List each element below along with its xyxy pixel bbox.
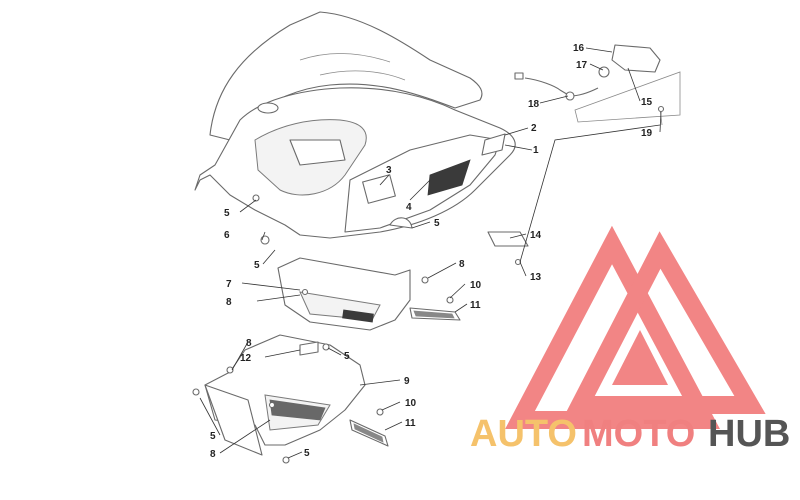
callout-15: 15 — [641, 97, 653, 108]
callout-5d: 5 — [344, 351, 350, 362]
callout-16: 16 — [573, 43, 585, 54]
callout-8c: 8 — [246, 338, 252, 349]
callout-3: 3 — [386, 165, 392, 176]
callout-2: 2 — [531, 123, 537, 134]
callout-5c: 5 — [434, 218, 440, 229]
callout-5e: 5 — [210, 431, 216, 442]
callout-8b: 8 — [459, 259, 465, 270]
callout-8d: 8 — [210, 449, 216, 460]
callout-8a: 8 — [226, 297, 232, 308]
upper-footwell — [277, 257, 411, 331]
watermark-word-auto: AUTO — [470, 413, 577, 455]
bracket-14 — [487, 231, 529, 247]
callout-10b: 10 — [405, 398, 417, 409]
footrest-lower — [349, 419, 389, 447]
lower-footwell — [204, 334, 366, 456]
callout-9: 9 — [404, 376, 410, 387]
callout-10a: 10 — [470, 280, 482, 291]
callout-5f: 5 — [304, 448, 310, 459]
watermark-word-hub: HUB — [708, 413, 790, 455]
callout-18: 18 — [528, 99, 540, 110]
callout-19: 19 — [641, 128, 653, 139]
callout-13: 13 — [530, 272, 542, 283]
callout-7: 7 — [226, 279, 232, 290]
callout-11b: 11 — [405, 418, 416, 429]
tail-light-assembly — [514, 44, 681, 126]
callout-labels: 1 2 3 4 5 5 5 5 5 5 6 7 8 8 8 8 9 10 10 … — [210, 43, 653, 460]
callout-1: 1 — [533, 145, 539, 156]
callout-5a: 5 — [224, 208, 230, 219]
leader-lines — [199, 47, 662, 459]
watermark-word-moto: MOTO — [582, 413, 695, 455]
callout-5b: 5 — [254, 260, 260, 271]
footrest-upper — [409, 307, 461, 321]
fasteners — [192, 194, 522, 464]
callout-14: 14 — [530, 230, 542, 241]
watermark-text: AUTO MOTO HUB — [470, 413, 790, 455]
callout-12: 12 — [240, 353, 252, 364]
watermark-logo — [505, 225, 766, 429]
callout-11a: 11 — [470, 300, 481, 311]
callout-6: 6 — [224, 230, 230, 241]
callout-17: 17 — [576, 60, 588, 71]
rear-fender-assembly — [194, 11, 516, 239]
callout-4: 4 — [406, 202, 412, 213]
